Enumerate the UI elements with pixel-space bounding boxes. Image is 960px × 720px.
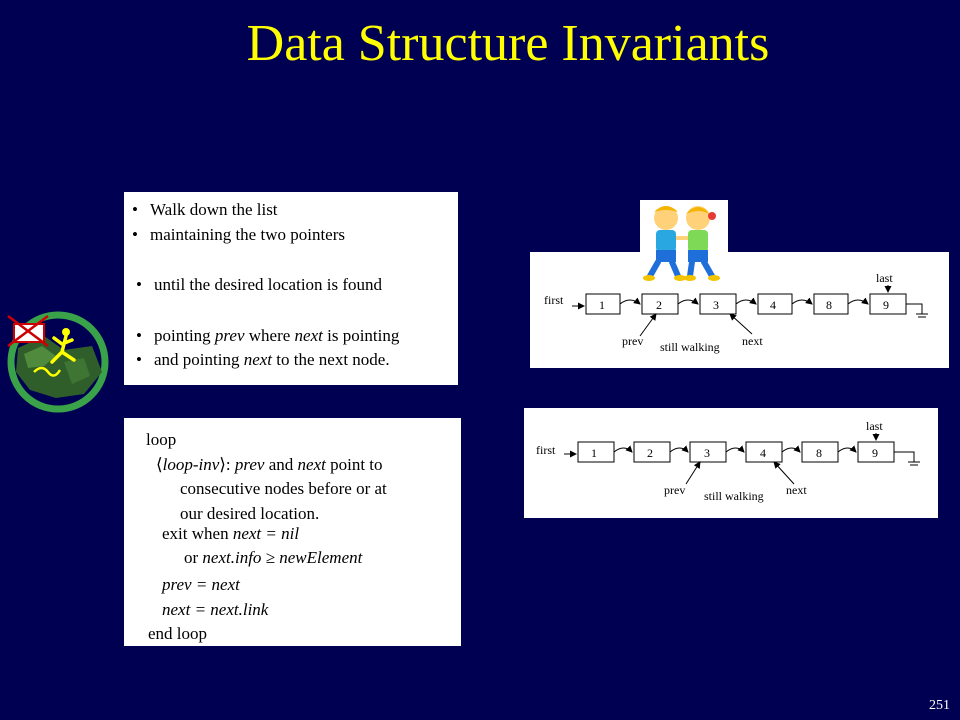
svg-text:8: 8 [816, 446, 822, 460]
text-run: consecutive nodes before or at [180, 479, 387, 498]
text-run: exit when [162, 524, 233, 543]
svg-text:9: 9 [883, 298, 889, 312]
code-line: consecutive nodes before or at [180, 479, 387, 499]
text-run: and pointing [154, 350, 244, 369]
text-run: next [243, 350, 273, 369]
bullet-item: •Walk down the list [132, 200, 278, 219]
prev-label: prev [622, 334, 643, 348]
text-run: our desired location. [180, 504, 320, 523]
svg-text:8: 8 [826, 298, 832, 312]
first-label: first [536, 443, 556, 457]
text-run: next.info ≥ newElement [202, 548, 363, 567]
loop-code-panel: loop ⟨loop-inv⟩: prev and next point to … [124, 418, 461, 646]
svg-text:9: 9 [872, 446, 878, 460]
bullet-item: •maintaining the two pointers [132, 225, 345, 244]
node-4: 4 [757, 293, 793, 315]
text-run: next [294, 326, 323, 345]
svg-text:3: 3 [713, 298, 719, 312]
bullet-item: •and pointing next to the next node. [136, 350, 390, 369]
text-run: is pointing [322, 326, 400, 345]
text-run: or [184, 548, 203, 567]
text-run: maintaining the two pointers [150, 225, 345, 244]
node-8: 8 [813, 293, 849, 315]
node-8: 8 [801, 441, 839, 463]
still-walking-label: still walking [704, 489, 764, 503]
text-run: where [244, 326, 295, 345]
node-2: 2 [641, 293, 679, 315]
svg-text:4: 4 [760, 446, 766, 460]
text-run: prev = next [162, 575, 240, 594]
last-label: last [876, 271, 893, 285]
svg-text:2: 2 [647, 446, 653, 460]
code-line: loop [146, 430, 176, 450]
code-line: exit when next = nil [162, 524, 299, 544]
last-label: last [866, 419, 883, 433]
node-1: 1 [577, 441, 615, 463]
bullet-list-panel: •Walk down the list •maintaining the two… [124, 192, 458, 385]
bullet-item: •until the desired location is found [136, 275, 383, 294]
text-run: next = next.link [162, 600, 269, 619]
svg-text:4: 4 [770, 298, 776, 312]
text-run: until the desired location is found [154, 275, 383, 294]
still-walking-label: still walking [660, 340, 720, 354]
text-run: end loop [148, 624, 208, 643]
node-3: 3 [689, 441, 727, 463]
text-run: prev [214, 326, 245, 345]
prev-label: prev [664, 483, 685, 497]
text-run: pointing [154, 326, 215, 345]
text-run: to the next node. [272, 350, 390, 369]
svg-text:1: 1 [599, 298, 605, 312]
logo [4, 306, 110, 416]
walking-kids-image [640, 200, 728, 284]
code-line: ⟨loop-inv⟩: prev and next point to [156, 455, 383, 475]
node-3: 3 [699, 293, 737, 315]
next-label: next [786, 483, 807, 497]
text-run: loop [146, 430, 177, 449]
text-run: next [297, 455, 326, 474]
next-label: next [742, 334, 763, 348]
linked-list-diagram-2: first 1 2 3 4 8 9 last prev still walkin… [524, 408, 938, 518]
node-1: 1 [585, 293, 621, 315]
text-run: and [264, 455, 298, 474]
code-line: prev = next [162, 575, 240, 595]
text-run: Walk down the list [150, 200, 278, 219]
node-9: 9 [869, 293, 907, 315]
text-run: prev [234, 455, 265, 474]
svg-text:3: 3 [704, 446, 710, 460]
node-9: 9 [857, 441, 895, 463]
text-run: next = nil [232, 524, 300, 543]
page-number: 251 [929, 698, 950, 713]
node-2: 2 [633, 441, 671, 463]
bullet-item: •pointing prev where next is pointing [136, 326, 400, 345]
svg-text:2: 2 [656, 298, 662, 312]
linked-list-diagram-1: first 1 2 3 4 8 9 last prev still walkin… [530, 252, 949, 368]
code-line: next = next.link [162, 600, 268, 620]
code-line: our desired location. [180, 504, 319, 524]
code-line: or next.info ≥ newElement [184, 548, 362, 568]
text-run: point to [325, 455, 383, 474]
first-label: first [544, 293, 564, 307]
svg-text:1: 1 [591, 446, 597, 460]
slide-title: Data Structure Invariants [246, 15, 770, 72]
text-run: ⟨ [156, 455, 163, 474]
text-run: ⟩: [219, 455, 235, 474]
text-run: loop-inv [162, 455, 220, 474]
code-line: end loop [148, 624, 207, 644]
node-4: 4 [745, 441, 783, 463]
